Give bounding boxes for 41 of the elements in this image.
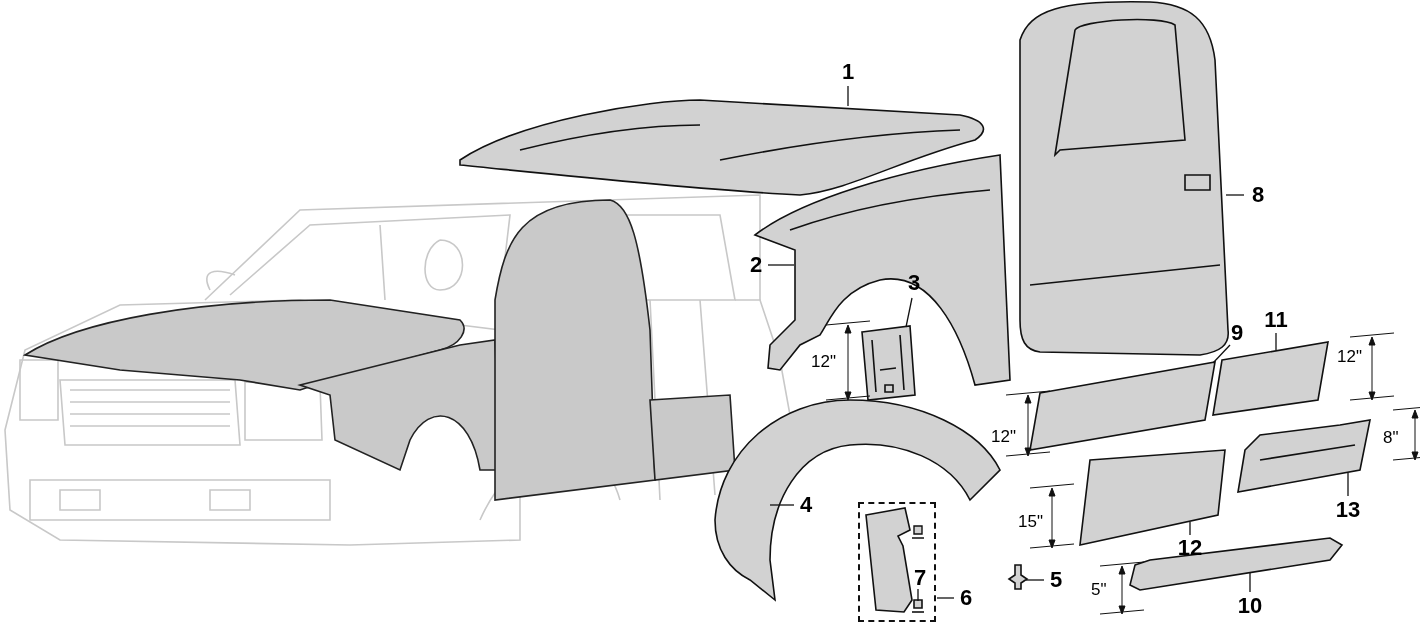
- leader-line: [767, 264, 795, 266]
- leader-line: [1189, 521, 1191, 536]
- dashed-kit-frame: [858, 502, 936, 622]
- door-skin-panel: [1212, 341, 1329, 416]
- callout-number: 11: [1260, 308, 1292, 332]
- leader-line: [1225, 194, 1245, 196]
- callout-number: 13: [1332, 498, 1364, 522]
- leader-line: [1249, 571, 1251, 593]
- door-panel: [1019, 0, 1230, 356]
- leader-line: [1275, 332, 1277, 351]
- dimension-label: 12": [991, 427, 1016, 447]
- leader-line: [769, 504, 795, 506]
- callout-number: 4: [790, 493, 822, 517]
- leader-line: [936, 597, 955, 599]
- mud-flap: [865, 507, 913, 613]
- dimension-label: 12": [1337, 347, 1362, 367]
- dimension-label: 15": [1018, 512, 1043, 532]
- leader-line: [847, 85, 849, 107]
- callout-number: 7: [904, 566, 936, 590]
- callout-number: 8: [1242, 183, 1274, 207]
- rocker-panel: [1237, 419, 1371, 493]
- callout-number: 9: [1221, 321, 1253, 345]
- callout-number: 5: [1040, 568, 1072, 592]
- dimension-label: 12": [811, 352, 836, 372]
- push-pin: [1007, 564, 1029, 590]
- callout-number: 10: [1234, 594, 1266, 618]
- leader-line: [1025, 579, 1045, 581]
- callout-number: 1: [832, 60, 864, 84]
- callout-number: 6: [950, 586, 982, 610]
- callout-number: 2: [740, 253, 772, 277]
- door-skin-panel: [1029, 361, 1216, 451]
- rocker-panel: [1129, 537, 1344, 591]
- leader-line: [905, 297, 913, 328]
- leader-line: [1347, 472, 1349, 497]
- callout-number: 12: [1174, 536, 1206, 560]
- dimension-label: 5": [1091, 580, 1107, 600]
- splash-shield: [861, 325, 916, 401]
- leader-line: [1212, 344, 1231, 364]
- dimension-label: 8": [1383, 428, 1399, 448]
- leader-line: [917, 588, 919, 602]
- screw: [911, 599, 925, 613]
